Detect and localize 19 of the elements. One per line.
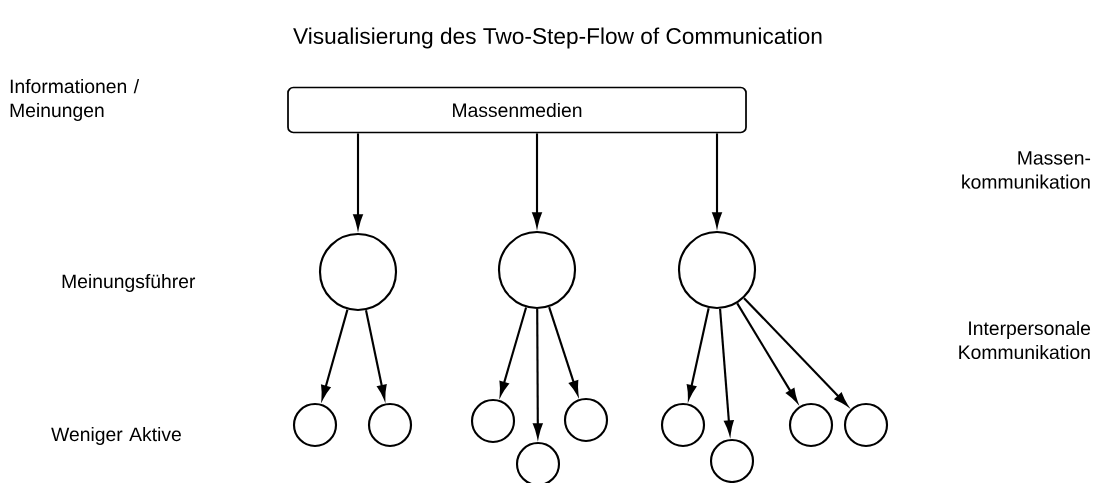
process-box: Massenmedien <box>287 86 747 134</box>
side-label: Meinungsführer <box>62 274 196 292</box>
circle <box>292 402 338 448</box>
arrow <box>743 297 848 407</box>
side-label: Weniger Aktive <box>51 427 181 445</box>
circle <box>367 402 413 448</box>
circle <box>660 402 706 448</box>
circle <box>318 232 398 312</box>
arrow <box>736 302 798 403</box>
circle <box>470 398 516 444</box>
side-label: Informationen / Meinungen <box>10 79 140 121</box>
circle <box>497 230 577 310</box>
title: Visualisierung des Two-Step-Flow of Communication <box>293 27 822 49</box>
circle <box>677 230 757 310</box>
side-label: Massen- kommunikation <box>962 151 1091 189</box>
circle <box>563 397 609 443</box>
circle <box>788 402 834 448</box>
circle <box>843 402 889 448</box>
side-label: Interpersonale Kommunikation <box>959 320 1091 360</box>
